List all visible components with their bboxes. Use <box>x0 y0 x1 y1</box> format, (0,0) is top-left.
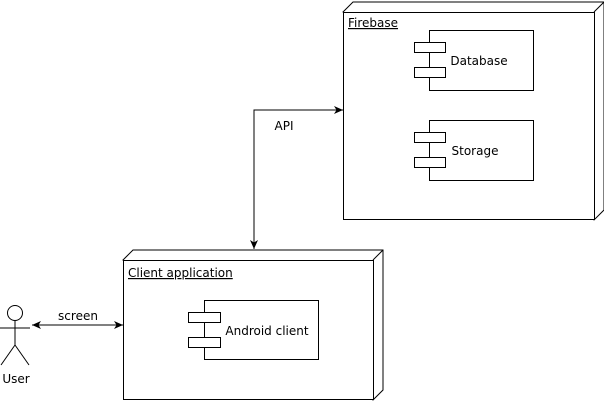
android-client-label: Android client <box>225 324 308 338</box>
client-node-edge <box>372 249 384 261</box>
client-node-label: Client application <box>128 266 233 280</box>
database-component[interactable]: Database <box>414 30 534 91</box>
user-actor[interactable]: User <box>0 305 30 387</box>
user-actor-left-leg <box>0 344 16 366</box>
android-client-icon-port-top <box>188 312 221 323</box>
api-connector-line <box>250 106 343 249</box>
api-connector-label: API <box>275 119 294 133</box>
database-component-label: Database <box>450 54 507 68</box>
android-client-component[interactable]: Android client <box>188 300 319 360</box>
screen-connector[interactable]: screen <box>32 309 123 329</box>
storage-component-label: Storage <box>452 144 499 158</box>
user-actor-right-leg <box>14 344 30 366</box>
android-client-component-box <box>204 300 319 360</box>
user-actor-label: User <box>2 372 29 386</box>
database-component-icon-port-bottom <box>414 67 446 78</box>
android-client-icon-port-bottom <box>188 337 221 348</box>
storage-component-icon-port-top <box>414 132 446 143</box>
database-component-icon-port-top <box>414 42 446 53</box>
screen-connector-label: screen <box>58 309 98 323</box>
database-component-box <box>429 30 534 91</box>
user-actor-head <box>7 305 23 321</box>
storage-component-box <box>429 120 534 181</box>
firebase-node-edge <box>593 1 604 13</box>
firebase-node-label: Firebase <box>348 16 398 30</box>
storage-component-icon-port-bottom <box>414 157 446 168</box>
storage-component[interactable]: Storage <box>414 120 534 181</box>
api-connector[interactable]: API <box>250 106 343 249</box>
